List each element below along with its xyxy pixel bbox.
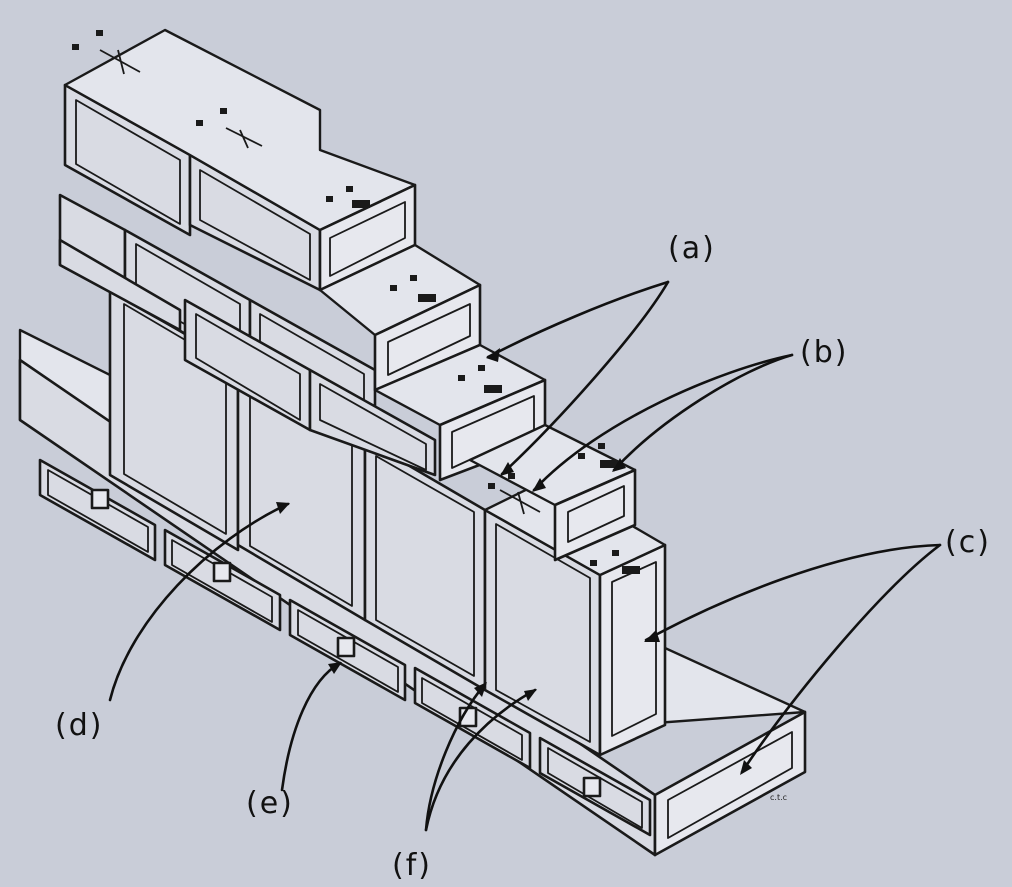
pin-icon [582, 776, 602, 798]
bottom-course [38, 458, 652, 837]
label-e: (e) [246, 786, 294, 821]
footing-end-face [653, 710, 807, 857]
label-a: (a) [668, 231, 716, 266]
leader-arrows [108, 280, 942, 832]
label-d: (d) [55, 708, 103, 743]
top-markings [72, 30, 640, 574]
pin-icon [90, 488, 110, 510]
pin-icon [336, 636, 356, 658]
upper-courses [58, 28, 637, 562]
pin-icon [212, 561, 232, 583]
label-b: (b) [800, 335, 848, 370]
label-f: (f) [392, 848, 432, 883]
artist-signature: c.t.c [770, 793, 787, 802]
label-c: (c) [945, 525, 991, 560]
